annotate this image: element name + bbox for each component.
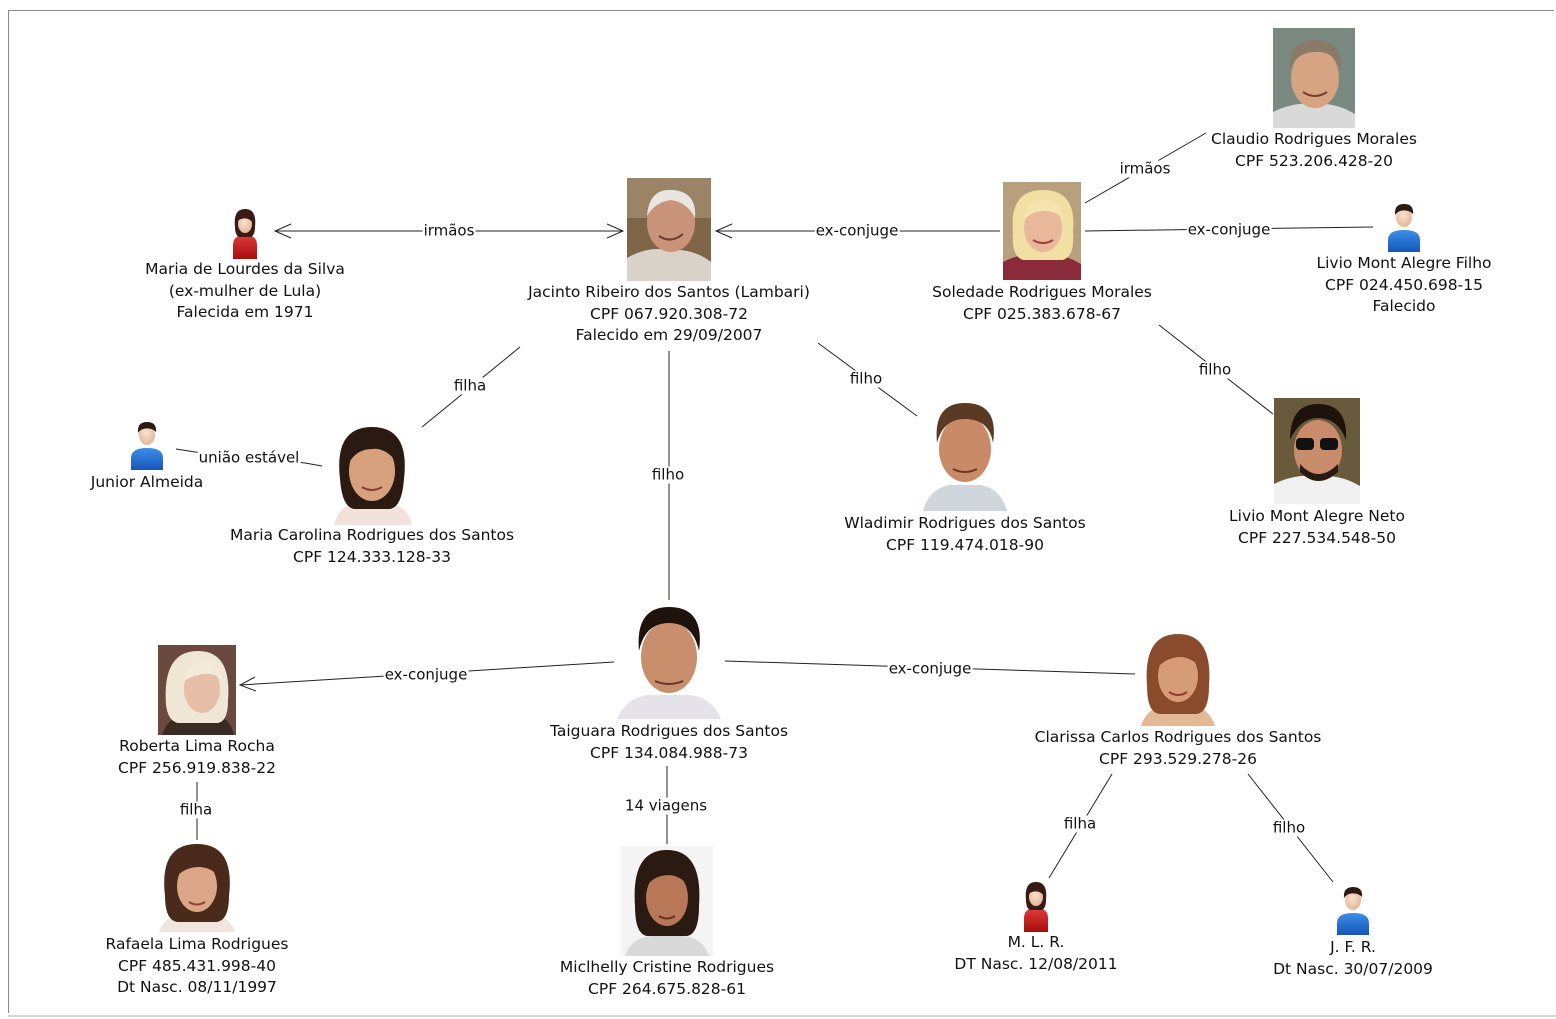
person-cpf: CPF 293.529.278-26: [1099, 749, 1257, 768]
edge-label-irmaos: irmãos: [422, 221, 476, 240]
person-cpf: CPF 024.450.698-15: [1325, 275, 1483, 294]
person-note: (ex-mulher de Lula): [168, 281, 322, 300]
person-cpf: CPF 485.431.998-40: [118, 956, 276, 975]
male-person-icon: [127, 418, 167, 470]
edge-label-ex-conjuge: ex-conjuge: [383, 665, 469, 684]
edge-label-uniao-estavel: união estável: [197, 448, 301, 467]
person-label: Claudio Rodrigues Morales CPF 523.206.42…: [1211, 129, 1417, 172]
person-name: Taiguara Rodrigues dos Santos: [549, 722, 789, 740]
person-photo: [627, 178, 711, 281]
person-cpf: CPF 124.333.128-33: [293, 547, 451, 566]
person-death: Falecida em 1971: [176, 303, 314, 321]
person-cpf: CPF 119.474.018-90: [886, 535, 1044, 554]
person-name: Rafaela Lima Rodrigues: [105, 935, 289, 953]
person-label: Maria Carolina Rodrigues dos Santos CPF …: [230, 525, 514, 568]
edge-label-filha: filha: [452, 376, 488, 395]
person-photo: [158, 645, 236, 735]
person-photo: [324, 421, 420, 525]
edge-label-irmaos: irmãos: [1118, 159, 1172, 178]
edge-label-14-viagens: 14 viagens: [623, 796, 709, 815]
person-label: Taiguara Rodrigues dos Santos CPF 134.08…: [550, 721, 788, 764]
person-birth: DT Nasc. 12/08/2011: [954, 954, 1118, 973]
person-photo: [1003, 182, 1081, 280]
person-photo: [621, 846, 713, 956]
arrowhead-left: [238, 676, 257, 692]
person-birth: Dt Nasc. 30/07/2009: [1273, 959, 1433, 978]
person-name: Claudio Rodrigues Morales: [1211, 130, 1417, 148]
person-label: Livio Mont Alegre Filho CPF 024.450.698-…: [1316, 253, 1491, 318]
person-name: Junior Almeida: [90, 473, 204, 491]
person-name: J. F. R.: [1330, 938, 1376, 956]
person-photo: [1273, 28, 1355, 128]
frame-bottom-border: [8, 1015, 1556, 1017]
arrowhead-right: [606, 223, 625, 239]
person-photo: [919, 397, 1011, 511]
person-name: Miclhelly Cristine Rodrigues: [559, 958, 775, 976]
person-label: Rafaela Lima Rodrigues CPF 485.431.998-4…: [106, 934, 289, 999]
person-name: Livio Mont Alegre Filho: [1316, 254, 1492, 272]
person-death: Falecido: [1372, 297, 1436, 315]
person-name: Maria Carolina Rodrigues dos Santos: [229, 526, 515, 544]
arrowhead-left: [273, 223, 292, 239]
arrowhead-left: [714, 223, 733, 239]
edge-label-filha: filha: [178, 800, 214, 819]
person-label: M. L. R. DT Nasc. 12/08/2011: [954, 932, 1117, 975]
person-label: J. F. R. Dt Nasc. 30/07/2009: [1273, 937, 1433, 980]
female-person-icon: [225, 205, 265, 259]
person-cpf: CPF 025.383.678-67: [963, 304, 1121, 323]
person-label: Soledade Rodrigues Morales CPF 025.383.6…: [932, 282, 1152, 325]
person-name: Wladimir Rodrigues dos Santos: [844, 514, 1086, 532]
male-person-icon: [1384, 200, 1424, 252]
person-label: Roberta Lima Rocha CPF 256.919.838-22: [118, 736, 276, 779]
person-name: Jacinto Ribeiro dos Santos (Lambari): [528, 283, 810, 301]
person-cpf: CPF 256.919.838-22: [118, 758, 276, 777]
edge-label-ex-conjuge: ex-conjuge: [887, 659, 973, 678]
person-photo: [1274, 398, 1360, 504]
edge-label-ex-conjuge: ex-conjuge: [1186, 220, 1272, 239]
edge-label-filho: filho: [650, 465, 686, 484]
person-cpf: CPF 227.534.548-50: [1238, 528, 1396, 547]
person-photo: [1135, 630, 1221, 726]
person-birth: Dt Nasc. 08/11/1997: [117, 978, 277, 996]
edge-label-filha: filha: [1062, 814, 1098, 833]
person-death: Falecido em 29/09/2007: [575, 326, 763, 344]
person-name: Clarissa Carlos Rodrigues dos Santos: [1034, 728, 1322, 746]
person-name: Roberta Lima Rocha: [119, 737, 275, 755]
edge-label-filho: filho: [848, 369, 884, 388]
person-name: Soledade Rodrigues Morales: [932, 283, 1152, 301]
person-cpf: CPF 523.206.428-20: [1235, 151, 1393, 170]
person-label: Maria de Lourdes da Silva (ex-mulher de …: [145, 259, 345, 324]
edge-label-filho: filho: [1197, 360, 1233, 379]
person-label: Livio Mont Alegre Neto CPF 227.534.548-5…: [1229, 506, 1405, 549]
male-person-icon: [1333, 883, 1373, 935]
edge-label-filho: filho: [1271, 818, 1307, 837]
person-label: Miclhelly Cristine Rodrigues CPF 264.675…: [560, 957, 774, 1000]
edge-label-ex-conjuge: ex-conjuge: [814, 221, 900, 240]
person-name: M. L. R.: [1007, 933, 1065, 951]
person-name: Livio Mont Alegre Neto: [1229, 507, 1405, 525]
person-cpf: CPF 264.675.828-61: [588, 979, 746, 998]
female-person-icon: [1016, 878, 1056, 932]
person-cpf: CPF 134.084.988-73: [590, 743, 748, 762]
diagram-frame: [8, 10, 1554, 1013]
person-label: Junior Almeida: [91, 472, 204, 494]
person-cpf: CPF 067.920.308-72: [590, 304, 748, 323]
person-name: Maria de Lourdes da Silva: [145, 260, 345, 278]
person-photo: [617, 603, 721, 719]
person-photo: [151, 840, 243, 932]
person-label: Clarissa Carlos Rodrigues dos Santos CPF…: [1035, 727, 1322, 770]
person-label: Jacinto Ribeiro dos Santos (Lambari) CPF…: [528, 282, 810, 347]
person-label: Wladimir Rodrigues dos Santos CPF 119.47…: [844, 513, 1085, 556]
